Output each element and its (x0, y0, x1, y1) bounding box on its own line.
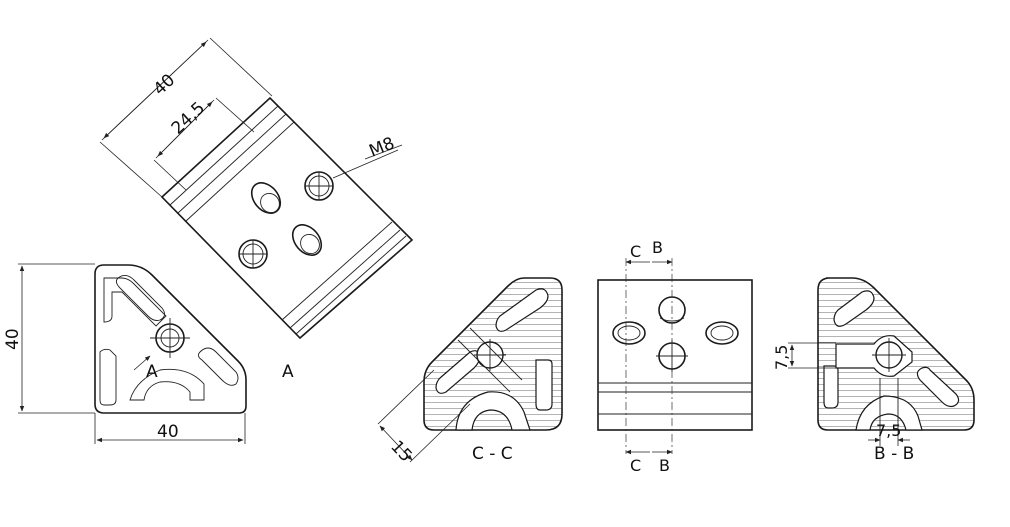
dim-75-vertical-label: 7,5 (772, 345, 791, 370)
thread-m8-label: M8 (366, 134, 397, 162)
iso-hole-left (238, 239, 268, 269)
cut-b-top: B (652, 238, 663, 257)
dim-40-iso-label: 40 (150, 70, 179, 99)
isometric-view (99, 37, 414, 340)
section-bb-label: B - B (874, 444, 914, 464)
section-cc-label: C - C (472, 444, 513, 464)
section-a-marker: A (146, 362, 158, 382)
dim-15-label: 15 (386, 437, 415, 466)
cut-c-top: C (630, 242, 641, 261)
view-a-label: A (282, 362, 294, 382)
iso-slot-2 (291, 224, 323, 256)
section-cc-view (377, 277, 563, 463)
cut-c-bottom: C (630, 456, 641, 475)
dim-75-horizontal-label: 7,5 (876, 421, 901, 440)
section-bb-view (788, 277, 975, 446)
dim-40-left-label: 40 (3, 328, 23, 350)
iso-body-outline (160, 96, 414, 340)
cut-b-bottom: B (659, 456, 670, 475)
front-view (597, 258, 753, 455)
profile-view-left (18, 263, 247, 444)
profile-outline (94, 264, 247, 414)
dim-245-label: 24,5 (168, 98, 209, 138)
iso-hole-top (304, 171, 334, 201)
iso-slot-1 (250, 182, 282, 214)
dim-40-bottom-label: 40 (157, 422, 179, 442)
front-outline (597, 279, 753, 431)
